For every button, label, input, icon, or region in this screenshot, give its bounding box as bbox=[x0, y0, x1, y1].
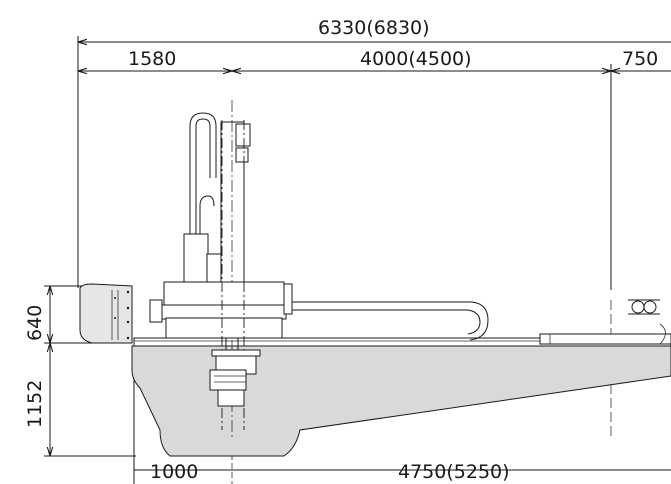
dim-height-upper: 640 bbox=[24, 305, 46, 341]
dimension-lines-bottom bbox=[133, 370, 671, 484]
dim-stroke-length: 4000(4500) bbox=[360, 48, 472, 70]
traverse-rail bbox=[133, 299, 671, 347]
dim-overall-length: 6330(6830) bbox=[318, 17, 430, 39]
dim-left-offset: 1580 bbox=[128, 48, 176, 70]
dim-height-lower: 1152 bbox=[24, 380, 46, 428]
dimension-lines-top bbox=[77, 36, 671, 440]
dim-base-right: 4750(5250) bbox=[398, 461, 510, 483]
dim-right-offset: 750 bbox=[622, 48, 658, 70]
machine-base bbox=[79, 283, 671, 457]
rail-end-arc bbox=[659, 323, 666, 345]
dim-base-left: 1000 bbox=[150, 461, 198, 483]
gripper-assembly bbox=[209, 338, 261, 407]
